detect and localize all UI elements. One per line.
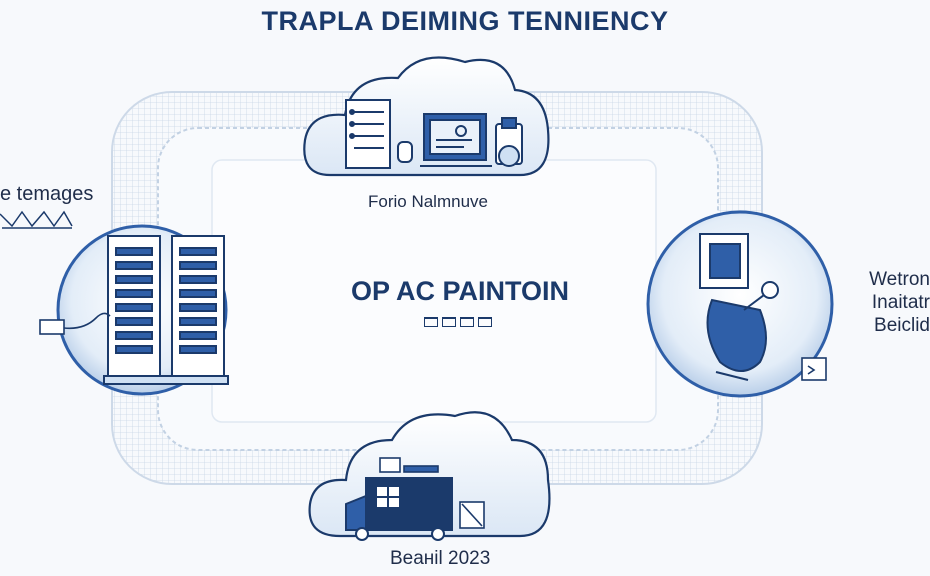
right-node-label-line: Wetron (869, 269, 930, 290)
right-node-label-line: Inaitatr (871, 292, 930, 313)
box-stack-icon (379, 457, 485, 529)
bottom-node-label: Beaнil 2023 (390, 548, 491, 569)
right-node-label-line: Beiclid (874, 315, 930, 336)
top-node-label: Forio Nalmnuve (368, 192, 488, 211)
robot-icon (699, 233, 779, 381)
scribble-icon (0, 210, 73, 229)
delivery-truck-icon (345, 477, 453, 541)
diagram-title: TRAPLA DEIMING TENNIENCY (261, 6, 669, 36)
left-node-label: e temages (0, 183, 94, 205)
server-cabinet-icon (345, 99, 413, 169)
center-subtitle-glyphs (424, 314, 504, 328)
right-node-label: Wetron Inaitatr Beiclid (840, 268, 930, 337)
small-screen-icon (801, 357, 827, 381)
server-rack-icon (103, 235, 229, 385)
right-node-circle (646, 210, 834, 398)
printer-icon (495, 117, 523, 167)
center-title: OP AC PAINTOIN (350, 276, 570, 306)
cable-icon (39, 312, 111, 335)
monitor-icon (420, 113, 492, 167)
